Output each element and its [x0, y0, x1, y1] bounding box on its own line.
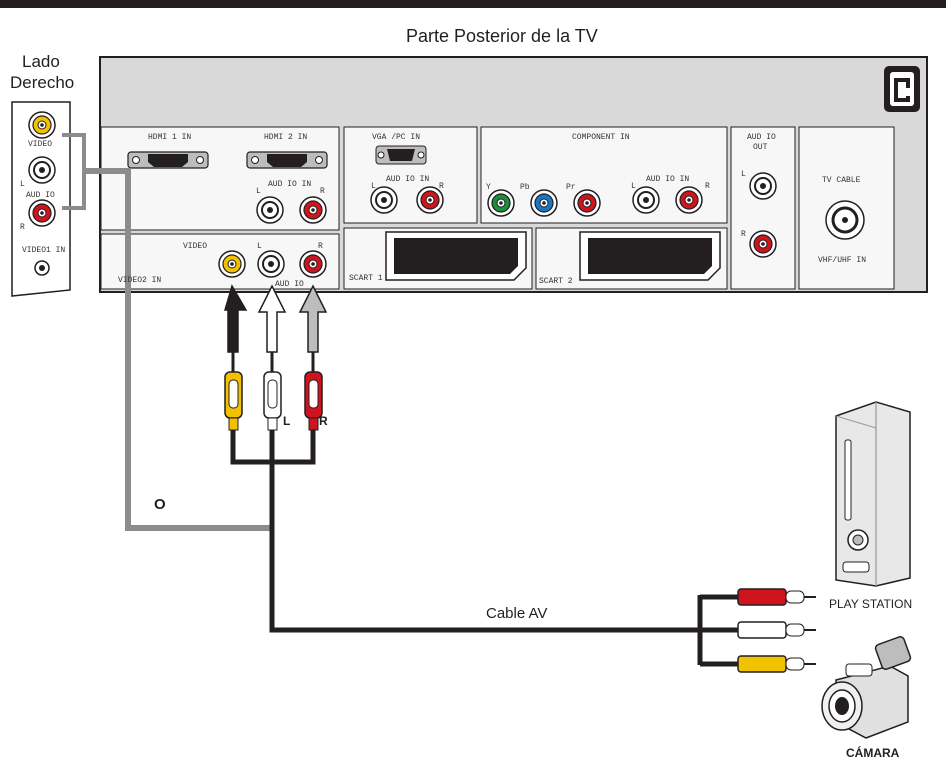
side-r-label: R: [20, 223, 25, 232]
hdmi-audio-label: AUD IO IN: [268, 180, 312, 189]
red-plug: [304, 371, 323, 431]
top-rule: [0, 0, 946, 8]
side-panel: [11, 101, 71, 297]
power-socket-icon: [884, 66, 920, 112]
hdmi-r-label: R: [320, 187, 325, 196]
tv-cable-connector: [825, 200, 865, 240]
side-video1-label: VIDEO1 IN: [22, 246, 66, 255]
or-label: O: [154, 496, 166, 513]
tv-cable-label: TV CABLE: [822, 176, 861, 185]
video2-r-label: R: [318, 242, 323, 251]
side-l-label: L: [20, 180, 25, 189]
hdmi1-port: [127, 151, 209, 169]
comp-r-label: R: [705, 182, 710, 191]
audio-out-l-label: L: [741, 170, 746, 179]
console-icon: [835, 401, 911, 587]
side-cable: [84, 168, 272, 531]
play-station-label: PLAY STATION: [829, 597, 913, 611]
comp-y-label: Y: [486, 183, 491, 192]
vga-label: VGA /PC IN: [372, 133, 421, 142]
comp-pb-label: Pb: [520, 183, 530, 192]
side-audio-label: AUD IO: [26, 191, 55, 200]
audio-out-label-2: OUT: [753, 143, 768, 152]
side-title-line1: Lado: [22, 52, 60, 71]
audio-out-r-label: R: [741, 230, 746, 239]
hdmi2-label: HDMI 2 IN: [264, 133, 308, 142]
white-plug: [263, 371, 282, 431]
side-video-label: VIDEO: [28, 140, 53, 149]
white-plug-horizontal: [737, 621, 816, 639]
vga-l-label: L: [371, 182, 376, 191]
side-title-line2: Derecho: [10, 73, 75, 92]
yellow-plug: [224, 371, 243, 431]
cable-av-label: Cable AV: [486, 605, 548, 622]
comp-l-label: L: [631, 182, 636, 191]
comp-audio-label: AUD IO IN: [646, 175, 690, 184]
audio-out-label-1: AUD IO: [747, 133, 776, 142]
component-label: COMPONENT IN: [572, 133, 630, 142]
video2-audio-label: AUD IO: [275, 280, 304, 289]
camera-icon: [821, 636, 912, 739]
hdmi-l-label: L: [256, 187, 261, 196]
scart2-label: SCART 2: [539, 277, 573, 286]
red-plug-horizontal: [737, 588, 816, 606]
comp-pr-label: Pr: [566, 183, 576, 192]
video2-in-label: VIDEO2 IN: [118, 276, 162, 285]
hdmi2-port: [246, 151, 328, 169]
vhf-uhf-label: VHF/UHF IN: [818, 256, 867, 265]
av-cable: [269, 430, 700, 633]
vga-port: [375, 145, 427, 165]
vga-r-label: R: [439, 182, 444, 191]
scart1-label: SCART 1: [349, 274, 383, 283]
camara-label: CÁMARA: [846, 746, 900, 760]
yellow-plug-horizontal: [737, 655, 816, 673]
diagram-title: Parte Posterior de la TV: [406, 26, 598, 46]
video2-video-label: VIDEO: [183, 242, 208, 251]
plug-r-label: R: [319, 414, 328, 428]
hdmi1-label: HDMI 1 IN: [148, 133, 192, 142]
vga-audio-label: AUD IO IN: [386, 175, 430, 184]
video2-l-label: L: [257, 242, 262, 251]
plug-l-label: L: [283, 414, 291, 428]
